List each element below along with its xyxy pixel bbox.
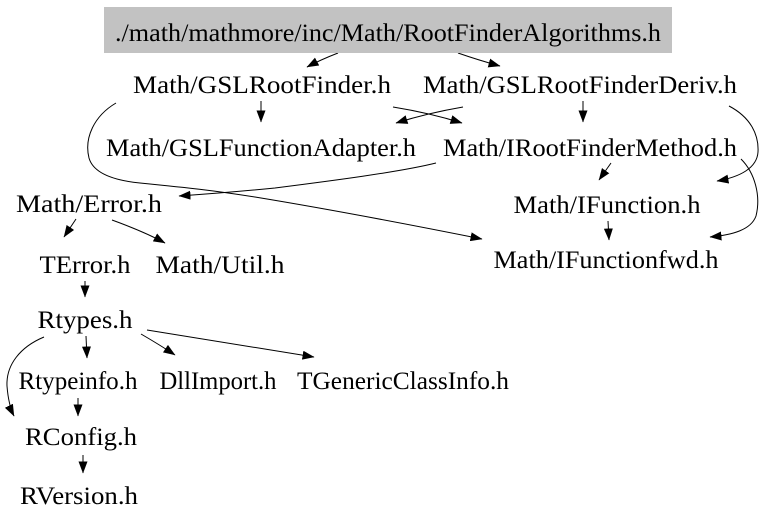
node-math-ifunction-h[interactable]: Math/IFunction.h — [514, 192, 702, 219]
edge-root-to-gslrootfinder — [306, 52, 339, 68]
edge-rtypes-to-rtypeinfo — [81, 335, 91, 359]
node-rversion-h[interactable]: RVersion.h — [20, 483, 139, 510]
node-rtypes-h[interactable]: Rtypes.h — [38, 307, 134, 334]
edge-error-to-terror — [63, 218, 77, 238]
node-rconfig-h[interactable]: RConfig.h — [25, 424, 138, 451]
edge-gslrootfinderderiv-to-ifunction — [716, 105, 759, 184]
edge-gslrootfinder-to-ifunctionfwd — [87, 102, 483, 242]
root-node-label: ./math/mathmore/inc/Math/RootFinderAlgor… — [115, 20, 662, 47]
node-math-irootfindermethod-h[interactable]: Math/IRootFinderMethod.h — [443, 135, 738, 162]
root-node-highlight-box — [104, 7, 672, 53]
node-rootfinderalgorithms: ./math/mathmore/inc/Math/RootFinderAlgor… — [104, 7, 672, 53]
edge-error-to-util — [111, 219, 166, 244]
edge-ifunction-to-ifunctionfwd — [603, 220, 613, 241]
edge-rtypes-to-rconfig — [4, 336, 45, 417]
node-dllimport-h[interactable]: DllImport.h — [160, 368, 277, 395]
edge-irootfindermethod-to-ifunction — [598, 162, 612, 181]
edge-rtypes-to-tgenericclassinfo — [146, 329, 315, 360]
node-math-gslrootfinder-h[interactable]: Math/GSLRootFinder.h — [133, 72, 392, 99]
node-math-error-h[interactable]: Math/Error.h — [16, 191, 163, 218]
node-math-util-h[interactable]: Math/Util.h — [156, 252, 286, 279]
node-terror-h[interactable]: TError.h — [40, 252, 132, 279]
node-math-gslfunctionadapter-h[interactable]: Math/GSLFunctionAdapter.h — [106, 135, 417, 162]
node-math-ifunctionfwd-h[interactable]: Math/IFunctionfwd.h — [494, 247, 720, 274]
edge-gslrootfinderderiv-to-gslfunctionadapter — [395, 106, 464, 124]
edge-group — [4, 52, 759, 474]
edge-irootfindermethod-to-ifunctionfwd — [709, 158, 759, 241]
node-tgenericclassinfo-h[interactable]: TGenericClassInfo.h — [297, 368, 509, 395]
node-rtypeinfo-h[interactable]: Rtypeinfo.h — [19, 368, 138, 395]
edge-root-to-gslrootfinderderiv — [457, 52, 501, 68]
node-math-gslrootfinderderiv-h[interactable]: Math/GSLRootFinderDeriv.h — [423, 72, 738, 99]
edge-irootfindermethod-to-error — [178, 162, 437, 200]
edge-rtypes-to-dllimport — [140, 333, 176, 356]
